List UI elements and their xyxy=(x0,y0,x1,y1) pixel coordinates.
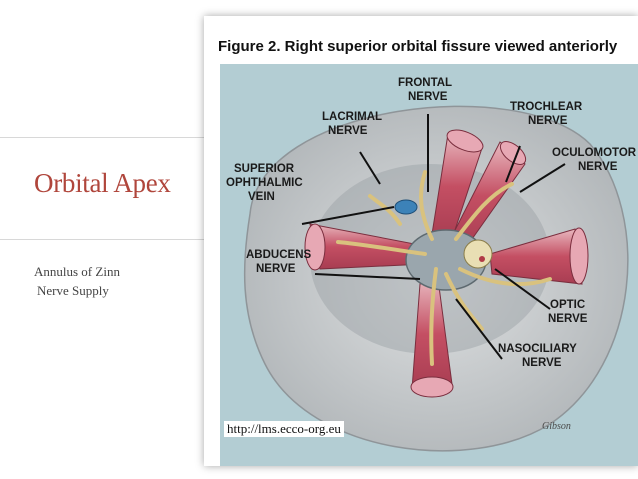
bullet-annulus-of-zinn: Annulus of Zinn xyxy=(34,264,120,279)
muscle-medial xyxy=(489,228,583,285)
label-abducens-nerve: ABDUCENS NERVE xyxy=(246,249,314,275)
label-trochlear-nerve: TROCHLEAR NERVE xyxy=(510,101,585,127)
muscle-medial-cut xyxy=(569,227,589,285)
slide-title: Orbital Apex xyxy=(34,168,171,198)
superior-ophthalmic-vein xyxy=(394,199,418,215)
optic-nerve-section xyxy=(463,239,493,269)
bullet-nerve-supply: Nerve Supply xyxy=(37,283,109,298)
divider-top xyxy=(0,137,220,138)
divider-bottom xyxy=(0,239,220,240)
muscle-inferior-cut xyxy=(410,376,454,398)
muscle-lateral-cut xyxy=(304,223,326,271)
source-link[interactable]: http://lms.ecco-org.eu xyxy=(224,421,344,437)
muscle-superior-cut xyxy=(446,129,484,153)
label-frontal-nerve: FRONTAL NERVE xyxy=(398,77,455,103)
label-oculomotor-nerve: OCULOMOTOR NERVE xyxy=(552,147,638,173)
artist-signature: Gibson xyxy=(542,421,571,432)
label-nasociliary-nerve: NASOCILIARY NERVE xyxy=(498,343,580,369)
bullet-list: Annulus of Zinn Nerve Supply xyxy=(34,262,120,300)
ophthalmic-artery xyxy=(479,256,485,262)
label-lacrimal-nerve: LACRIMAL NERVE xyxy=(322,111,385,137)
muscle-oblique-cut xyxy=(499,141,527,165)
label-superior-ophthalmic-vein: SUPERIOR OPHTHALMIC VEIN xyxy=(226,163,306,203)
nerve-branches xyxy=(336,170,552,366)
figure-caption: Figure 2. Right superior orbital fissure… xyxy=(218,38,618,55)
label-optic-nerve: OPTIC NERVE xyxy=(548,299,588,325)
orbital-fissure-illustration: FRONTAL NERVE LACRIMAL NERVE TROCHLEAR N… xyxy=(220,64,638,466)
label-pointers xyxy=(301,114,566,360)
figure-card: Figure 2. Right superior orbital fissure… xyxy=(204,16,638,466)
